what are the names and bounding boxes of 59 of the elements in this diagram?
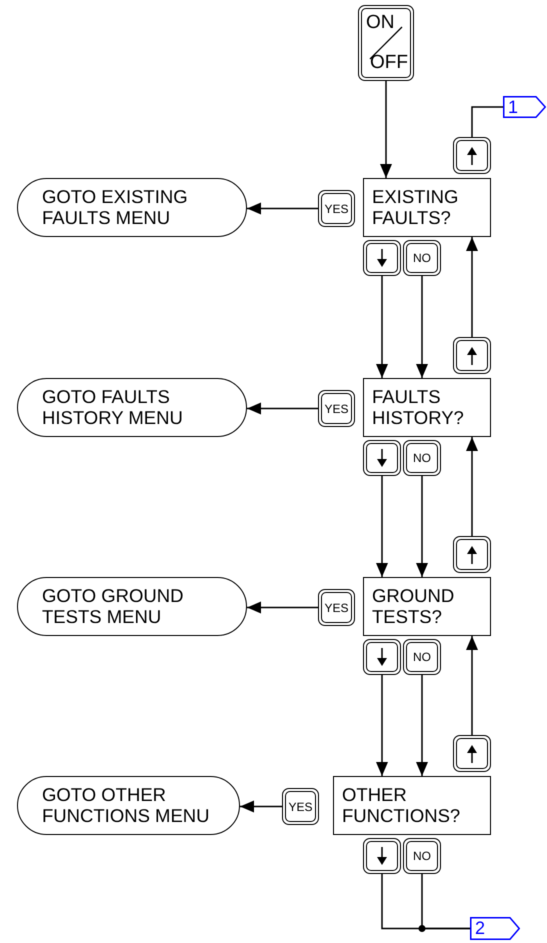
- menu-label: GOTO GROUND TESTS MENU: [42, 584, 184, 626]
- menu-label: GOTO EXISTING FAULTS MENU: [42, 186, 188, 228]
- arrow: [416, 675, 428, 776]
- up-arrow-key: [453, 137, 491, 174]
- arrow: [247, 602, 318, 614]
- key-label: YES: [324, 600, 348, 614]
- connector-line: [421, 874, 470, 930]
- key-button: [403, 639, 441, 675]
- decision-box: [363, 178, 491, 237]
- decision-box: [363, 577, 491, 636]
- power-key: [358, 5, 414, 81]
- key-button: [318, 589, 355, 626]
- key-button: [403, 240, 441, 276]
- key-label: NO: [413, 650, 431, 664]
- decision-box: [363, 378, 491, 437]
- key-button: [318, 190, 355, 227]
- down-arrow-key: [363, 838, 401, 874]
- key-label: ON: [366, 12, 394, 34]
- arrow: [466, 437, 478, 536]
- decision-box: [333, 776, 491, 835]
- key-button: [282, 788, 319, 825]
- key-label: YES: [324, 202, 348, 216]
- connector-number: 2: [475, 918, 486, 939]
- question-text: FAULTS HISTORY?: [372, 386, 464, 428]
- arrow: [376, 476, 388, 577]
- arrow: [380, 81, 392, 178]
- connector-line: [471, 106, 503, 137]
- question-text: GROUND TESTS?: [372, 584, 454, 626]
- key-label: OFF: [370, 52, 408, 74]
- key-button: [403, 838, 441, 874]
- key-button: [318, 390, 355, 427]
- arrow: [466, 237, 478, 337]
- page-connector: [503, 96, 546, 118]
- arrow: [240, 800, 282, 812]
- question-text: OTHER FUNCTIONS?: [342, 784, 460, 826]
- arrow: [416, 276, 428, 378]
- connector-number: 1: [508, 96, 518, 118]
- key-label: NO: [413, 251, 431, 265]
- menu-label: GOTO OTHER FUNCTIONS MENU: [42, 784, 210, 826]
- up-arrow-key: [453, 337, 491, 374]
- key-label: NO: [413, 451, 431, 465]
- key-button: [403, 440, 441, 476]
- key-label: YES: [288, 800, 312, 814]
- up-arrow-key: [453, 735, 491, 772]
- arrow: [247, 402, 318, 414]
- arrow: [466, 636, 478, 735]
- menu-label: GOTO FAULTS HISTORY MENU: [42, 386, 183, 428]
- arrow: [247, 202, 318, 214]
- arrow: [376, 675, 388, 776]
- down-arrow-key: [363, 240, 401, 276]
- arrow: [376, 276, 388, 378]
- down-arrow-key: [363, 639, 401, 675]
- arrow: [416, 476, 428, 577]
- page-connector: [470, 917, 520, 940]
- up-arrow-key: [453, 536, 491, 573]
- down-arrow-key: [363, 440, 401, 476]
- key-label: NO: [413, 849, 431, 863]
- question-text: EXISTING FAULTS?: [372, 186, 458, 228]
- key-label: YES: [324, 402, 348, 416]
